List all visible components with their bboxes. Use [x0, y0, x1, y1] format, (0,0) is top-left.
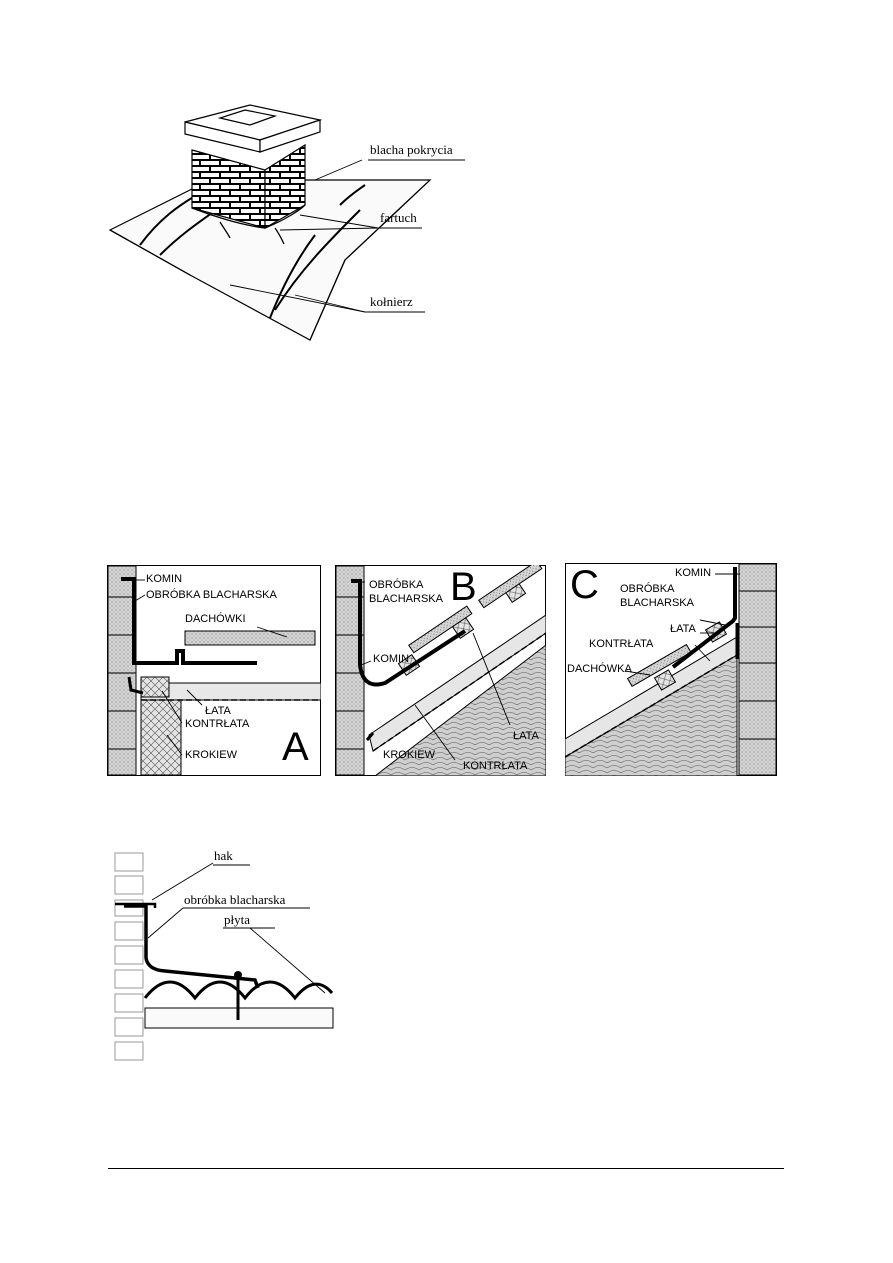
- label-komin: KOMIN: [675, 567, 712, 579]
- label-komin: KOMIN: [373, 653, 410, 665]
- flashing: [121, 577, 257, 665]
- figure-letter: C: [570, 563, 599, 607]
- label-dachowki: DACHÓWKI: [185, 613, 246, 625]
- rafter: [374, 644, 546, 776]
- label-obrobka: OBRÓBKA: [620, 583, 675, 595]
- hook: [115, 902, 157, 908]
- tile: [408, 605, 473, 654]
- figure-letter: A: [282, 725, 309, 769]
- tile: [626, 643, 692, 688]
- tile: [184, 630, 316, 646]
- footer-rule: [108, 1168, 784, 1169]
- label-obrobka-blacharska: obróbka blacharska: [184, 892, 286, 907]
- label-kontrlata: KONTRŁATA: [589, 638, 654, 650]
- batten: [140, 676, 170, 698]
- rafter: [140, 699, 182, 776]
- figure-chimney-flashing: blacha pokrycia fartuch kołnierz: [100, 100, 480, 360]
- chimney: [184, 104, 323, 230]
- label-hak: hak: [214, 848, 233, 863]
- batten: [653, 669, 677, 691]
- label-fartuch: fartuch: [380, 210, 417, 225]
- flashing: [351, 579, 467, 687]
- label-lata: ŁATA: [205, 705, 231, 717]
- label-krokiew: KROKIEW: [185, 749, 237, 761]
- label-kontrlata: KONTRŁATA: [185, 718, 250, 730]
- chimney-wall: [107, 565, 137, 776]
- label-blacharska: BLACHARSKA: [369, 593, 443, 605]
- flashing: [124, 904, 260, 989]
- tile: [478, 565, 543, 609]
- label-obrobka: OBRÓBKA: [369, 579, 424, 591]
- figure-letter: B: [450, 565, 477, 609]
- label-komin: KOMIN: [146, 573, 183, 585]
- corrugated-plate: [143, 980, 334, 1001]
- label-blacharska: BLACHARSKA: [620, 597, 694, 609]
- chimney-wall: [738, 563, 777, 776]
- label-plyta: płyta: [224, 912, 250, 927]
- counter-batten: [368, 614, 546, 752]
- flashing-apron: [191, 204, 306, 245]
- label-obrobka-blacharska: OBRÓBKA BLACHARSKA: [146, 589, 277, 601]
- figure-c-flashing-section: C KOMIN OBRÓBKA BLACHARSKA ŁATA KONTRŁAT…: [565, 563, 777, 776]
- label-lata: ŁATA: [670, 623, 696, 635]
- wall: [114, 852, 144, 1061]
- figure-b-flashing-section: OBRÓBKA BLACHARSKA B KOMIN ŁATA KROKIEW …: [335, 565, 546, 776]
- label-kolnierz: kołnierz: [370, 294, 413, 309]
- flashing: [671, 567, 737, 669]
- label-lata: ŁATA: [513, 730, 539, 742]
- label-blacha-pokrycia: blacha pokrycia: [370, 142, 453, 157]
- figure-a-flashing-section: KOMIN OBRÓBKA BLACHARSKA DACHÓWKI ŁATA K…: [107, 565, 321, 776]
- label-dachowka: DACHÓWKA: [567, 663, 632, 675]
- label-krokiew: KROKIEW: [383, 749, 435, 761]
- figure-corrugated-plate-flashing: hak obróbka blacharska płyta: [110, 848, 340, 1070]
- label-kontrlata: KONTRŁATA: [463, 760, 528, 772]
